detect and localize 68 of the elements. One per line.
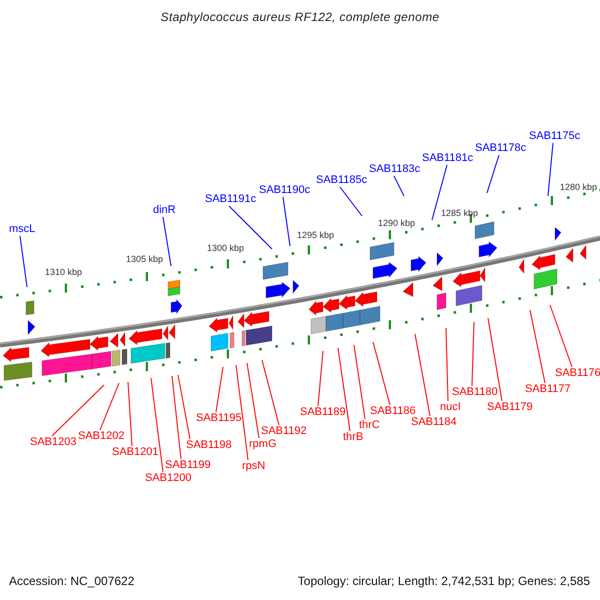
- leader-line: [172, 376, 182, 460]
- leader-line: [354, 344, 366, 420]
- leader-line: [530, 310, 546, 384]
- gene-label: SAB1180: [452, 386, 498, 399]
- gene-label: SAB1183c: [369, 163, 420, 176]
- leader-line: [432, 164, 448, 220]
- leader-line: [340, 186, 362, 216]
- gene-label: SAB1200: [145, 472, 192, 485]
- leader-line: [246, 362, 260, 438]
- gene-label: thrC: [359, 419, 380, 432]
- gene-label: SAB1190c: [259, 184, 310, 197]
- scale-label: 1285 kbp: [441, 207, 478, 220]
- scale-label: 1310 kbp: [45, 266, 82, 279]
- gene-label: nucI: [440, 401, 461, 414]
- scale-label: 1305 kbp: [126, 253, 164, 266]
- leader-line: [372, 342, 390, 406]
- leader-line: [228, 206, 272, 250]
- gene-label: SAB1201: [112, 446, 158, 459]
- genome-summary-text: Topology: circular; Length: 2,742,531 bp; Genes: 2,585: [298, 575, 590, 588]
- leader-line: [216, 366, 224, 412]
- gene-label: mscL: [9, 223, 36, 236]
- leader-line: [162, 216, 172, 266]
- gene-label: SAB1177: [525, 383, 571, 396]
- leader-line: [128, 382, 132, 446]
- leader-line: [550, 304, 572, 368]
- leader-line: [318, 350, 324, 406]
- gene-label: SAB1192: [261, 425, 307, 438]
- gene-label: SAB1202: [78, 430, 124, 443]
- gene-label: SAB1195: [196, 412, 242, 425]
- leader-line: [100, 382, 120, 430]
- leader-line: [20, 236, 28, 288]
- scale-label: 1300 kbp: [207, 242, 244, 255]
- gene-label: SAB1184: [411, 416, 457, 429]
- gene-label: SAB1189: [300, 406, 346, 419]
- leader-line: [52, 384, 104, 436]
- gene-label: SAB1175c: [529, 130, 580, 143]
- leader-line: [394, 176, 404, 196]
- accession-text: Accession: NC_007622: [9, 575, 134, 588]
- leader-line: [488, 318, 502, 402]
- gene-label: rpsN: [242, 460, 266, 473]
- leader-line: [150, 378, 164, 472]
- leader-line: [446, 328, 448, 402]
- gene-label: SAB1186: [370, 405, 416, 418]
- gene-label: dinR: [153, 204, 176, 217]
- scale-label: 1280 kbp: [560, 181, 598, 194]
- gene-label: SAB1176: [555, 367, 600, 380]
- leader-line: [236, 364, 248, 460]
- scale-label: 1290 kbp: [378, 217, 416, 230]
- leader-line: [338, 348, 350, 432]
- title: Staphylococcus aureus RF122, complete genome: [160, 11, 440, 24]
- gene-label: SAB1199: [165, 459, 211, 472]
- gene-label: SAB1191c: [205, 193, 256, 206]
- gene-label: SAB1179: [487, 401, 533, 414]
- gene-label: SAB1203: [30, 436, 76, 449]
- leader-line: [282, 196, 290, 246]
- leader-line: [486, 154, 500, 194]
- gene-label: thrB: [343, 431, 364, 444]
- scale-label: 1295 kbp: [297, 229, 334, 242]
- gene-label: rpmG: [249, 438, 276, 451]
- leader-line: [548, 142, 554, 196]
- gene-label: SAB1181c: [422, 152, 474, 165]
- leader-line: [262, 360, 280, 426]
- gene-label: SAB1178c: [475, 142, 526, 155]
- gene-label: SAB1198: [186, 439, 232, 452]
- leader-line: [414, 334, 430, 416]
- leader-line: [472, 322, 474, 386]
- gene-label: SAB1185c: [316, 174, 368, 187]
- leader-line: [178, 374, 190, 440]
